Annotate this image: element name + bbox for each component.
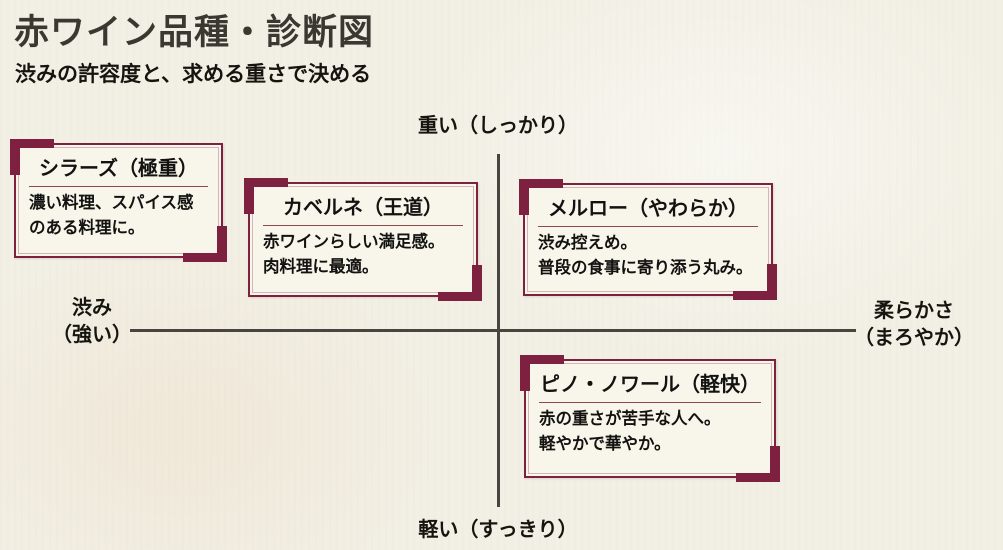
card-body-line: 濃い料理、スパイス感 [29, 194, 194, 212]
card-body-line: 渋み控えめ。 [538, 234, 637, 252]
card-title: カベルネ（王道） [283, 197, 443, 219]
variety-card-pinot-noir: ピノ・ノワール（軽快） 赤の重さが苦手な人へ。 軽やかで華やか。 [520, 355, 780, 482]
axis-label-light: 軽い（すっきり） [418, 519, 578, 541]
card-body-line: のある料理に。 [29, 218, 145, 237]
card-body-line: 肉料理に最適。 [263, 257, 379, 276]
card-divider [538, 226, 758, 227]
card-body: 渋み控えめ。 普段の食事に寄り添う丸み。 [525, 230, 771, 281]
card-body-line: 赤の重さが苦手な人へ。 [539, 410, 721, 428]
card-divider [539, 402, 761, 403]
axis-label-softness-line1: 柔らかさ [874, 300, 954, 322]
axis-label-tannin: 渋み （強い） [38, 295, 146, 349]
card-title: ピノ・ノワール（軽快） [540, 374, 760, 396]
card-body-line: 赤ワインらしい満足感。 [263, 233, 445, 251]
page-subtitle: 渋みの許容度と、求める重さで決める [15, 63, 372, 86]
variety-card-cabernet: カベルネ（王道） 赤ワインらしい満足感。 肉料理に最適。 [244, 178, 482, 301]
page-title: 赤ワイン品種・診断図 [14, 12, 375, 53]
card-title: メルロー（やわらか） [548, 198, 748, 220]
card-title: シラーズ（極重） [39, 158, 198, 180]
card-body: 赤の重さが苦手な人へ。 軽やかで華やか。 [526, 406, 774, 457]
card-divider [263, 225, 463, 226]
variety-card-merlot: メルロー（やわらか） 渋み控えめ。 普段の食事に寄り添う丸み。 [519, 179, 777, 300]
axis-label-tannin-line2: （強い） [52, 324, 132, 346]
card-divider [29, 186, 208, 187]
axis-label-heavy: 重い（しっかり） [418, 115, 578, 137]
card-body: 濃い料理、スパイス感 のある料理に。 [16, 190, 221, 241]
axis-label-softness: 柔らかさ （まろやか） [850, 298, 978, 352]
axis-label-tannin-line1: 渋み [72, 297, 112, 319]
variety-card-shiraz: シラーズ（極重） 濃い料理、スパイス感 のある料理に。 [10, 139, 227, 262]
card-body-line: 普段の食事に寄り添う丸み。 [538, 258, 753, 277]
card-body-line: 軽やかで華やか。 [539, 434, 671, 453]
horizontal-axis-line [130, 329, 856, 332]
axis-label-softness-line2: （まろやか） [854, 327, 974, 349]
card-body: 赤ワインらしい満足感。 肉料理に最適。 [250, 229, 476, 280]
